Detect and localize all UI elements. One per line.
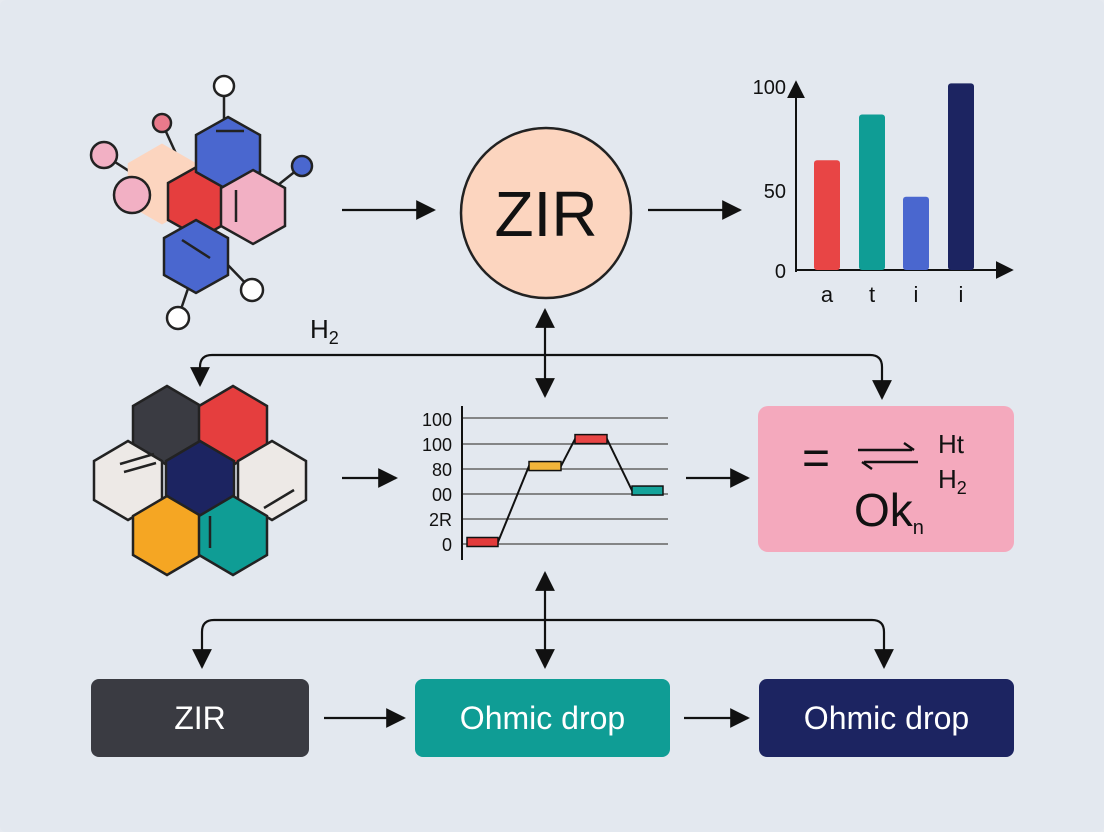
x-tick-label: a bbox=[821, 282, 834, 307]
arrow-branch-top-right bbox=[545, 353, 892, 400]
bar-i-3 bbox=[903, 196, 929, 270]
bottom-box-ohmic-drop-1-label: Ohmic drop bbox=[459, 699, 626, 736]
energy-tick-label: 80 bbox=[432, 460, 452, 480]
hub-node: ZIR bbox=[459, 126, 633, 300]
y-tick-label: 100 bbox=[753, 77, 786, 99]
energy-tick-label: 0 bbox=[442, 535, 452, 555]
energy-diagram: 100 100 80 00 2R 0 bbox=[422, 406, 668, 560]
honeycomb-icon bbox=[92, 384, 308, 577]
equilibrium-arrows-icon bbox=[858, 442, 918, 470]
arrow-branch-top-left bbox=[190, 353, 545, 387]
bottom-box-ohmic-drop-1: Ohmic drop bbox=[415, 679, 670, 757]
x-tick-label: i bbox=[914, 282, 919, 307]
bar-a-1 bbox=[814, 160, 840, 270]
bottom-box-zir: ZIR bbox=[91, 679, 309, 757]
energy-tick-label: 100 bbox=[422, 410, 452, 430]
top-bar-chart: 100 50 0 a t i i bbox=[753, 77, 1014, 307]
energy-tick-label: 100 bbox=[422, 435, 452, 455]
bottom-box-ohmic-drop-2-label: Ohmic drop bbox=[803, 699, 970, 736]
bar-t-2 bbox=[859, 114, 885, 270]
energy-tick-label: 00 bbox=[432, 485, 452, 505]
arrow-branch-bottom-right bbox=[545, 618, 894, 669]
energy-level-4 bbox=[631, 485, 664, 496]
y-tick-label: 50 bbox=[764, 181, 786, 203]
x-tick-label: t bbox=[869, 282, 875, 307]
energy-path-line bbox=[467, 438, 663, 543]
species-bottom: H2 bbox=[938, 464, 967, 498]
x-tick-label: i bbox=[959, 282, 964, 307]
equilibrium-main-text: Okn bbox=[854, 484, 924, 539]
h2-label: H2 bbox=[310, 314, 339, 348]
energy-level-1 bbox=[466, 536, 499, 548]
hub-label: ZIR bbox=[494, 178, 597, 250]
energy-level-2 bbox=[528, 460, 562, 472]
bar-i-4 bbox=[948, 83, 974, 270]
species-top: Ht bbox=[938, 429, 965, 459]
energy-tick-label: 2R bbox=[429, 510, 452, 530]
arrow-branch-bottom-left bbox=[192, 618, 545, 669]
y-tick-label: 0 bbox=[775, 261, 786, 283]
energy-level-3 bbox=[574, 433, 608, 445]
equilibrium-box: = Ht H2 Okn bbox=[758, 406, 1014, 552]
molecule-icon bbox=[89, 74, 314, 331]
equals-sign: = bbox=[802, 432, 830, 485]
bottom-box-zir-label: ZIR bbox=[174, 699, 226, 736]
bottom-box-ohmic-drop-2: Ohmic drop bbox=[759, 679, 1014, 757]
